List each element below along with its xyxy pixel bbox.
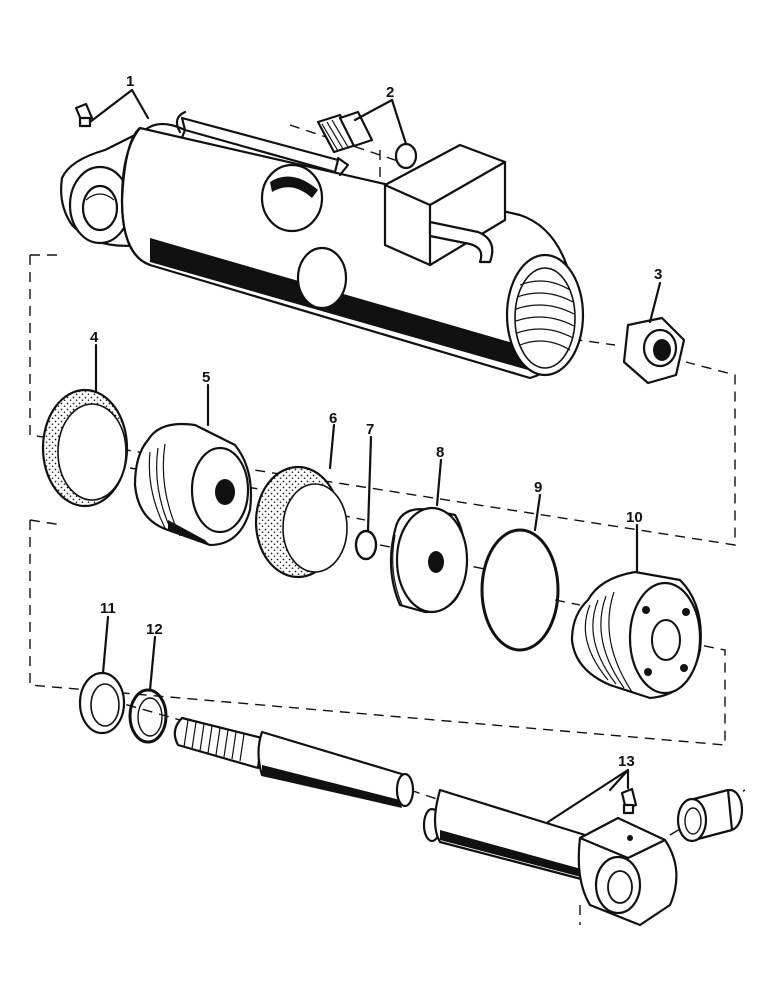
callout-8: 8 — [436, 444, 444, 461]
part-12-rod-seal — [128, 688, 168, 744]
part-8-backup-washer — [389, 506, 469, 614]
callout-9: 9 — [534, 479, 542, 496]
callout-10: 10 — [626, 509, 643, 526]
callout-numbers: 1 2 3 4 5 6 7 8 9 10 11 12 13 — [90, 73, 662, 770]
part-6-seal — [254, 465, 348, 579]
callout-leader-lines — [88, 88, 662, 824]
part-13-piston-rod — [173, 716, 744, 927]
callout-5: 5 — [202, 369, 210, 386]
callout-13: 13 — [618, 753, 635, 770]
callout-2: 2 — [386, 84, 394, 101]
part-10-gland — [570, 570, 702, 700]
part-9-large-oring — [480, 528, 560, 652]
part-11-rod-wiper — [78, 671, 126, 735]
part-5-piston — [133, 422, 253, 547]
callout-3: 3 — [654, 266, 662, 283]
callout-4: 4 — [90, 329, 99, 346]
callout-6: 6 — [329, 410, 337, 427]
part-3-hex-nut — [622, 316, 686, 385]
part-4-wear-ring — [41, 388, 129, 508]
callout-7: 7 — [366, 421, 374, 438]
callout-12: 12 — [146, 621, 163, 638]
part-2-fitting-and-oring — [316, 110, 418, 170]
part-1-cylinder-barrel — [60, 102, 585, 380]
callout-11: 11 — [100, 600, 116, 617]
callout-1: 1 — [126, 73, 134, 90]
part-7-small-oring — [354, 529, 378, 561]
